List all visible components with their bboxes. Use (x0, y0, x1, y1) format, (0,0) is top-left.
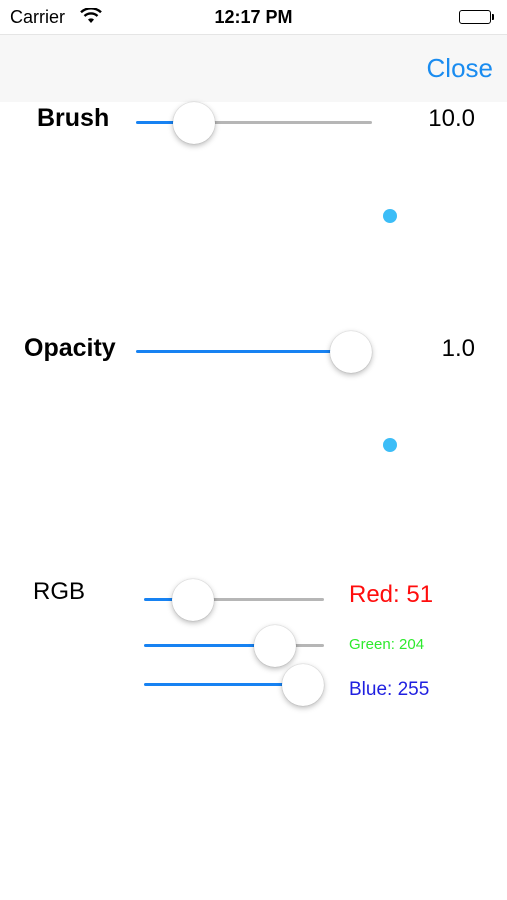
opacity-slider[interactable] (136, 331, 372, 373)
brush-slider-thumb[interactable] (172, 102, 215, 144)
blue-slider[interactable] (144, 664, 324, 706)
close-button[interactable]: Close (426, 53, 493, 83)
red-slider-max-track (192, 598, 324, 601)
wifi-icon (80, 7, 102, 29)
blue-slider-min-track (144, 683, 303, 686)
battery-icon (459, 10, 494, 24)
green-slider-min-track (144, 644, 276, 647)
red-slider-min-track (144, 598, 193, 601)
rgb-label: RGB (33, 578, 86, 605)
opacity-slider-thumb[interactable] (330, 331, 372, 373)
brush-slider[interactable] (136, 102, 372, 144)
opacity-preview-dot (383, 438, 397, 452)
blue-value: Blue: 255 (349, 679, 430, 700)
brush-slider-min-track (136, 121, 194, 124)
brush-slider-max-track (193, 121, 372, 124)
green-slider-thumb[interactable] (254, 625, 297, 667)
status-time: 12:17 PM (214, 7, 293, 27)
green-slider-max-track (275, 644, 324, 647)
opacity-slider-min-track (136, 350, 351, 353)
navigation-bar: Close (0, 34, 507, 102)
brush-label: Brush (37, 104, 110, 132)
blue-slider-thumb[interactable] (282, 664, 324, 706)
brush-value: 10.0 (428, 105, 475, 132)
opacity-label: Opacity (24, 334, 116, 362)
red-value: Red: 51 (349, 581, 434, 608)
red-slider[interactable] (144, 579, 324, 621)
brush-preview-dot (383, 209, 397, 223)
green-value: Green: 204 (349, 636, 425, 653)
red-slider-thumb[interactable] (171, 579, 214, 621)
opacity-value: 1.0 (441, 335, 475, 362)
green-slider[interactable] (144, 625, 324, 667)
status-bar: Carrier 12:17 PM (0, 0, 507, 34)
carrier-label: Carrier (10, 7, 66, 27)
